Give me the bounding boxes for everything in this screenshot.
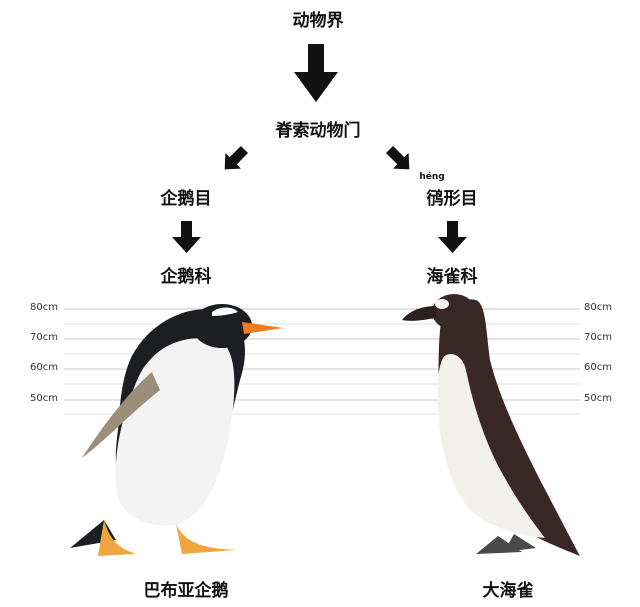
right-order-pinyin: héng bbox=[419, 172, 445, 182]
tick-right-50: 50cm bbox=[584, 393, 612, 404]
left-order-label: 企鹅目 bbox=[160, 189, 212, 209]
tick-left-60: 60cm bbox=[30, 362, 58, 373]
arrow-down-icon bbox=[294, 44, 338, 102]
arrow-down-right-icon bbox=[385, 145, 410, 170]
arrow-down-icon bbox=[172, 221, 201, 253]
tick-right-80: 80cm bbox=[584, 302, 612, 313]
left-family-label: 企鹅科 bbox=[160, 267, 212, 287]
tick-right-60: 60cm bbox=[584, 362, 612, 373]
kingdom-label: 动物界 bbox=[292, 11, 344, 31]
tick-right-70: 70cm bbox=[584, 332, 612, 343]
left-species-label: 巴布亚企鹅 bbox=[143, 581, 229, 601]
tick-left-70: 70cm bbox=[30, 332, 58, 343]
arrow-down-icon bbox=[438, 221, 467, 253]
right-order-label: 鸻形目 bbox=[426, 189, 478, 209]
arrow-down-left-icon bbox=[224, 145, 249, 170]
tick-left-80: 80cm bbox=[30, 302, 58, 313]
tick-left-50: 50cm bbox=[30, 393, 58, 404]
phylum-label: 脊索动物门 bbox=[275, 121, 361, 141]
right-species-label: 大海雀 bbox=[482, 581, 534, 601]
right-family-label: 海雀科 bbox=[426, 267, 478, 287]
